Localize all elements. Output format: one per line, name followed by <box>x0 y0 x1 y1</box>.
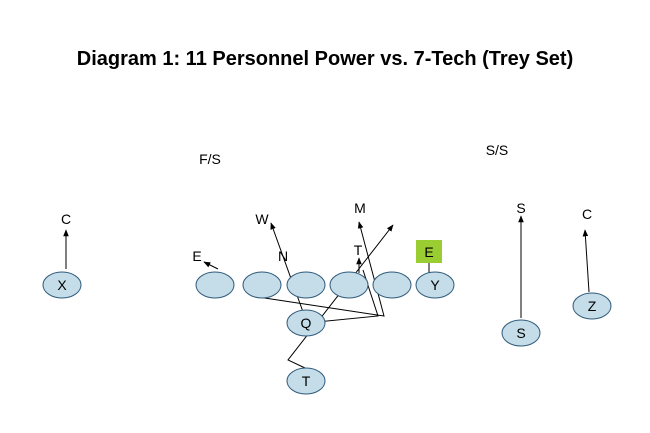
will-label: W <box>255 211 269 227</box>
strong-safety-label: S/S <box>486 142 509 158</box>
lineman-1 <box>195 271 235 299</box>
label-t-back: T <box>302 373 311 389</box>
left-end-arrow <box>203 261 219 270</box>
right-end-label: E <box>424 244 433 260</box>
free-safety-label: F/S <box>199 151 221 167</box>
offensive-labels: X Y Q T S Z <box>57 277 596 389</box>
label-y: Y <box>430 277 440 293</box>
lineman-4 <box>329 271 369 299</box>
label-z: Z <box>588 298 597 314</box>
lineman-2 <box>242 271 282 299</box>
label-s-slot: S <box>516 325 525 341</box>
player-s <box>501 319 541 347</box>
z-release-arrow <box>582 229 590 293</box>
lineman-3 <box>286 271 326 299</box>
mike-label: M <box>354 200 366 216</box>
label-q: Q <box>301 315 312 331</box>
left-end-label: E <box>192 248 201 264</box>
tailback-path <box>287 224 394 369</box>
label-x: X <box>57 277 67 293</box>
tackle-label: T <box>354 242 363 258</box>
pull-path <box>257 221 385 317</box>
assignment-lines <box>63 215 590 369</box>
block-path <box>270 222 379 324</box>
right-corner-label: C <box>582 206 592 222</box>
offensive-players <box>42 271 612 395</box>
lineman-5 <box>372 271 412 299</box>
player-q <box>286 309 326 337</box>
left-corner-label: C <box>61 211 71 227</box>
diagram-title: Diagram 1: 11 Personnel Power vs. 7-Tech… <box>76 48 574 70</box>
player-z <box>572 292 612 320</box>
defensive-labels: F/S S/S C C W M S E N T E <box>61 142 592 264</box>
nose-label: N <box>278 248 288 264</box>
sam-label: S <box>516 200 525 216</box>
player-x <box>42 271 82 299</box>
player-y <box>415 271 455 299</box>
player-t <box>286 367 326 395</box>
highlighted-end-box <box>416 240 442 263</box>
